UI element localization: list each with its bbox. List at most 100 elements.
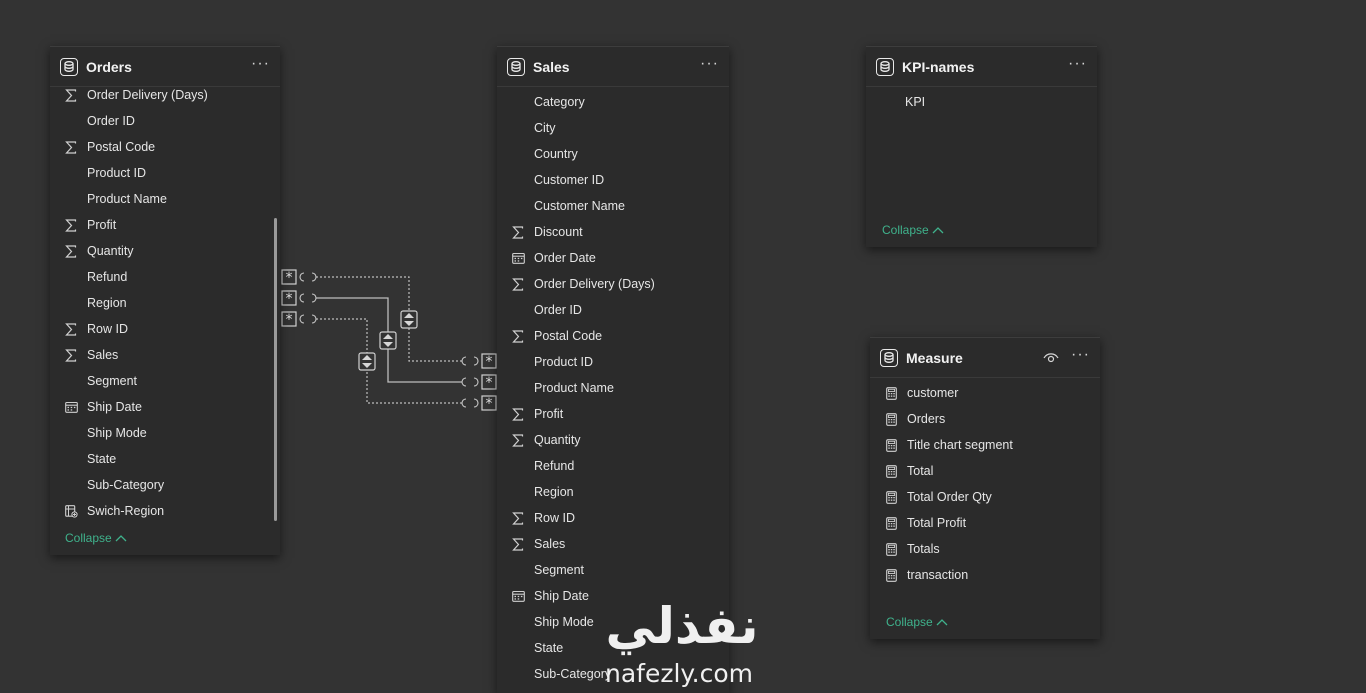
measure-more-options-button[interactable]: ··· (1071, 345, 1090, 363)
field-row[interactable]: Profit (50, 212, 280, 238)
field-row[interactable]: Total (870, 458, 1100, 484)
svg-text:*: * (486, 354, 493, 370)
field-row[interactable]: Quantity (50, 238, 280, 264)
field-row[interactable]: Swich-Region (50, 498, 280, 524)
field-row[interactable]: Country (497, 141, 729, 167)
field-label: Customer ID (534, 173, 605, 187)
svg-text:*: * (286, 312, 293, 328)
orders-table-header[interactable]: Orders ··· (50, 47, 280, 87)
field-row[interactable]: Total Order Qty (870, 484, 1100, 510)
field-row[interactable]: Ship Date (497, 583, 729, 609)
cross-filter-both-icon-3[interactable] (358, 352, 376, 371)
orders-collapse-button[interactable]: Collapse (65, 531, 127, 545)
sum-sigma-icon (509, 329, 527, 343)
many-marker-right-3: * (481, 395, 497, 412)
calculator-measure-icon (882, 516, 900, 530)
field-row[interactable]: Totals (870, 536, 1100, 562)
many-marker-right-2: * (481, 374, 497, 391)
field-label: Refund (534, 459, 575, 473)
sales-more-options-button[interactable]: ··· (700, 54, 719, 72)
cross-filter-both-icon-1[interactable] (400, 310, 418, 329)
svg-text:*: * (486, 396, 493, 412)
field-row[interactable]: Segment (497, 557, 729, 583)
kpi-names-field-list: KPI (866, 89, 1097, 115)
field-row[interactable]: Postal Code (50, 134, 280, 160)
field-row[interactable]: Total Profit (870, 510, 1100, 536)
field-label: Country (534, 147, 578, 161)
sales-table-header[interactable]: Sales ··· (497, 47, 729, 87)
field-label: Ship Date (87, 400, 142, 414)
field-row[interactable]: Region (497, 479, 729, 505)
field-row[interactable]: Sales (497, 531, 729, 557)
field-row[interactable]: customer (870, 380, 1100, 406)
measure-collapse-button[interactable]: Collapse (886, 615, 948, 629)
field-row[interactable]: Product ID (497, 349, 729, 375)
field-row[interactable]: transaction (870, 562, 1100, 588)
field-row[interactable]: Sub-Category (50, 472, 280, 498)
field-row[interactable]: City (497, 115, 729, 141)
field-row[interactable]: Profit (497, 401, 729, 427)
field-row[interactable]: Customer Name (497, 193, 729, 219)
field-row[interactable]: Row ID (50, 316, 280, 342)
field-row[interactable]: Sales (50, 342, 280, 368)
sum-sigma-icon (62, 322, 80, 336)
field-row[interactable]: Order Date (497, 245, 729, 271)
field-row[interactable]: Row ID (497, 505, 729, 531)
field-row[interactable]: Ship Date (50, 394, 280, 420)
field-row[interactable]: Ship Mode (50, 420, 280, 446)
field-row[interactable]: Region (50, 290, 280, 316)
connector-arcs-left (299, 272, 317, 324)
field-label: Orders (907, 412, 946, 426)
measure-table-header[interactable]: Measure ··· (870, 338, 1100, 378)
svg-text:*: * (486, 375, 493, 391)
field-row[interactable]: Order Delivery (Days) (50, 82, 280, 108)
field-row[interactable]: Order ID (497, 297, 729, 323)
field-row[interactable]: Postal Code (497, 323, 729, 349)
field-row[interactable]: Product Name (497, 375, 729, 401)
field-label: Category (534, 95, 585, 109)
field-row[interactable]: Refund (50, 264, 280, 290)
kpi-names-table-card[interactable]: KPI-names ··· KPI Collapse (866, 46, 1097, 247)
field-row[interactable]: KPI (866, 89, 1097, 115)
field-row[interactable]: Product Name (50, 186, 280, 212)
field-row[interactable]: Sub-Category (497, 661, 729, 687)
field-row[interactable]: Customer ID (497, 167, 729, 193)
field-label: Total Order Qty (907, 490, 992, 504)
orders-scrollbar[interactable] (274, 218, 277, 521)
visibility-eye-icon[interactable] (1043, 352, 1059, 364)
field-label: Ship Date (534, 589, 589, 603)
kpi-names-collapse-button[interactable]: Collapse (882, 223, 944, 237)
field-row[interactable]: Order Delivery (Days) (497, 271, 729, 297)
field-row[interactable]: Discount (497, 219, 729, 245)
sum-sigma-icon (509, 277, 527, 291)
field-label: Product Name (87, 192, 167, 206)
orders-table-card[interactable]: Orders ··· Order Delivery (Days)Order ID… (50, 46, 280, 555)
field-row[interactable]: Quantity (497, 427, 729, 453)
field-row[interactable]: Refund (497, 453, 729, 479)
field-row[interactable]: Category (497, 89, 729, 115)
kpi-names-more-options-button[interactable]: ··· (1068, 54, 1087, 72)
field-row[interactable]: Segment (50, 368, 280, 394)
field-label: Order ID (534, 303, 582, 317)
table-icon (507, 57, 525, 76)
field-label: Swich-Region (87, 504, 165, 518)
field-row[interactable]: Title chart segment (870, 432, 1100, 458)
calendar-icon (62, 401, 80, 413)
field-label: Product ID (534, 355, 594, 369)
cross-filter-both-icon-2[interactable] (379, 331, 397, 350)
field-row[interactable]: Orders (870, 406, 1100, 432)
kpi-names-table-header[interactable]: KPI-names ··· (866, 47, 1097, 87)
field-row[interactable]: Order ID (50, 108, 280, 134)
field-row[interactable]: Product ID (50, 160, 280, 186)
field-row[interactable]: Ship Mode (497, 609, 729, 635)
field-label: Quantity (87, 244, 134, 258)
chevron-up-icon (932, 227, 944, 234)
field-row[interactable]: State (497, 635, 729, 661)
orders-more-options-button[interactable]: ··· (251, 54, 270, 72)
field-row[interactable]: State (50, 446, 280, 472)
field-label: Segment (87, 374, 138, 388)
field-label: Order Date (534, 251, 596, 265)
